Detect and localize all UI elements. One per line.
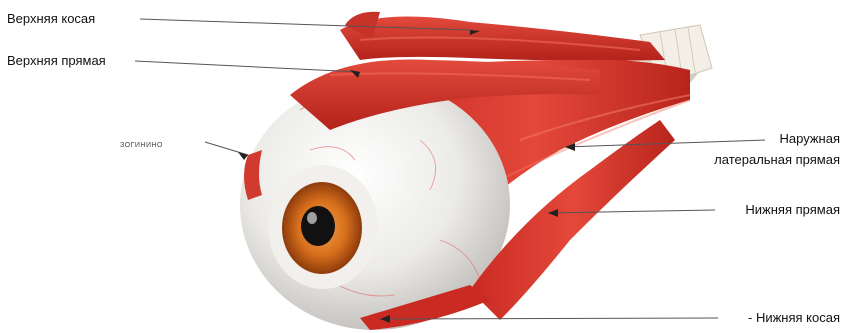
label-lateral-rectus-line2: латеральная прямая: [714, 152, 840, 168]
label-small-left: ЗОГИНИНО: [120, 138, 163, 154]
label-inferior-rectus: Нижняя прямая: [745, 202, 840, 218]
superior-oblique-muscle: [340, 12, 665, 61]
label-lateral-rectus-line1: Наружная: [780, 131, 841, 147]
label-inferior-oblique: - Нижняя косая: [748, 310, 840, 326]
label-superior-oblique: Верхняя косая: [7, 11, 95, 27]
label-superior-rectus: Верхняя прямая: [7, 53, 106, 69]
iris-pupil: [268, 165, 378, 289]
